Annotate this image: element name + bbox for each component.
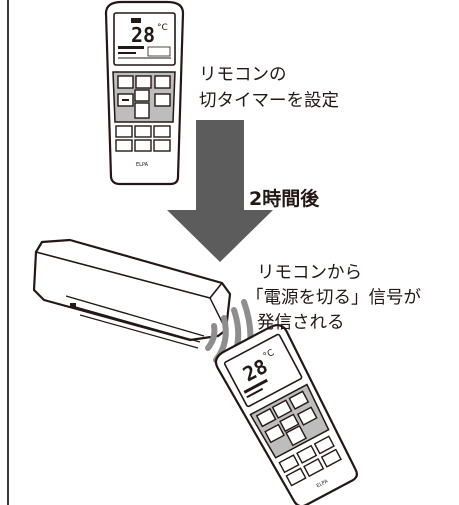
remote-control-top: 28 °C ELPA [104,0,185,186]
elapsed-time-label: 2時間後 [249,188,320,210]
remote-display-temp: 28 [131,23,155,47]
remote-control-bottom: 28 °C ELPA [214,324,358,505]
step2-caption-line3: 発信される [257,313,345,333]
remote-display-unit-2: °C [262,348,276,362]
down-arrow-icon [167,120,273,262]
air-conditioner [32,238,232,349]
step1-caption-line1: リモコンの [199,65,287,85]
remote-brand: ELPA [136,162,149,168]
step1-caption-line2: 切タイマーを設定 [199,91,339,111]
remote-brand-2: ELPA [316,478,330,489]
step2-caption-line2: 「電源を切る」信号が [246,288,421,308]
remote-display-unit: °C [157,23,168,33]
step2-caption-line1: リモコンから [257,263,362,283]
left-margin-rule [7,0,9,505]
